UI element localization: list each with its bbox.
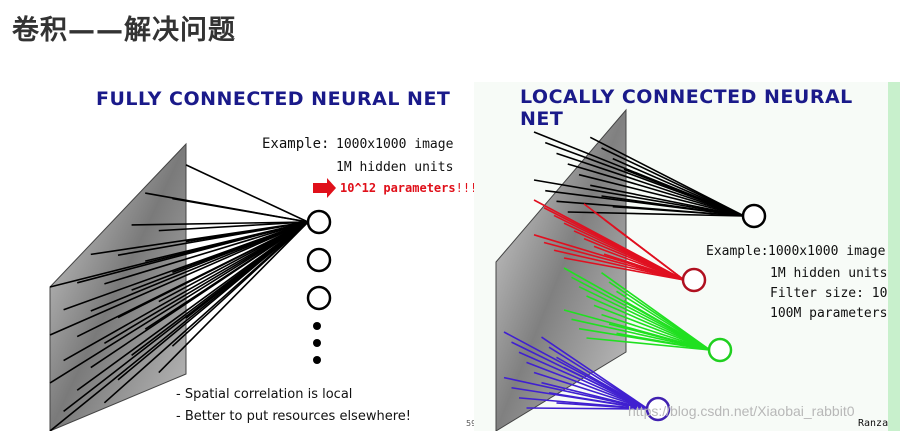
- params-text: 100M parameters: [770, 306, 888, 321]
- hidden-unit: [306, 285, 332, 311]
- connection-line: [131, 221, 309, 226]
- connection-line: [586, 295, 711, 351]
- connection-line: [623, 168, 745, 217]
- connection-line: [563, 257, 685, 281]
- hidden-unit-green: [707, 337, 733, 363]
- connection-line: [103, 221, 309, 404]
- connection-line: [601, 195, 745, 217]
- connection-line: [158, 221, 309, 303]
- connection-line: [612, 205, 745, 217]
- connection-line: [63, 221, 309, 362]
- connection-line: [63, 221, 309, 413]
- connection-line: [185, 164, 309, 223]
- connection-line: [578, 285, 711, 351]
- bullet-spatial-correlation: - Spatial correlation is local: [176, 387, 353, 402]
- hidden-unit: [306, 247, 332, 273]
- connection-line: [76, 221, 309, 391]
- connection-line: [613, 226, 685, 281]
- connection-line: [612, 157, 745, 217]
- connection-line: [593, 304, 711, 351]
- connection-line: [578, 173, 745, 217]
- example-value: 1000x1000 image: [336, 137, 454, 152]
- connection-line: [601, 313, 711, 351]
- connection-line: [533, 371, 649, 410]
- connection-line: [104, 221, 309, 285]
- connection-line: [553, 249, 685, 281]
- connection-line: [117, 221, 309, 319]
- connection-line: [172, 221, 309, 274]
- connection-line: [145, 221, 309, 262]
- example-value: 1000x1000 image: [768, 244, 886, 259]
- ellipsis-dot: [313, 322, 321, 330]
- connection-line: [76, 221, 309, 284]
- fc-connections: [49, 164, 309, 431]
- author-credit: Ranza: [858, 418, 889, 429]
- connection-line: [526, 361, 649, 410]
- hidden-unit: [306, 209, 332, 235]
- connection-line: [49, 221, 309, 336]
- locally-connected-slide: LOCALLY CONNECTED NEURAL NET Example: 10…: [474, 82, 900, 431]
- connection-line: [556, 402, 649, 410]
- example-label: Example:: [262, 136, 330, 152]
- connection-line: [567, 211, 745, 217]
- input-image-plane: [49, 142, 187, 431]
- slide-border-right: [888, 82, 900, 431]
- hidden-units-text: 1M hidden units: [336, 160, 454, 175]
- fully-connected-diagram: [49, 142, 336, 431]
- connection-line: [49, 221, 309, 384]
- params-exclaim: !!!: [455, 181, 478, 195]
- connection-line: [518, 351, 649, 410]
- watermark: https://blog.csdn.net/Xiaobai_rabbit0: [628, 403, 855, 419]
- connection-line: [567, 163, 745, 217]
- red-arrow-icon: [313, 178, 336, 198]
- connection-line: [90, 221, 309, 369]
- connection-line: [541, 381, 649, 410]
- filter-size-text: Filter size: 10x10: [770, 286, 900, 301]
- connection-line: [103, 221, 309, 345]
- connection-line: [49, 221, 309, 431]
- connection-line: [571, 318, 711, 351]
- hidden-unit-black: [741, 203, 767, 229]
- connection-line: [556, 356, 649, 410]
- connection-line: [608, 323, 711, 351]
- connection-line: [172, 197, 309, 223]
- connection-line: [590, 184, 745, 217]
- connection-line: [623, 299, 711, 351]
- connection-line: [533, 179, 745, 217]
- slide-heading: LOCALLY CONNECTED NEURAL NET: [520, 86, 853, 130]
- connection-line: [543, 241, 685, 281]
- ellipsis-dot: [313, 339, 321, 347]
- example-label: Example:: [706, 244, 769, 259]
- connection-line: [571, 276, 711, 351]
- lc-connections: [503, 131, 745, 410]
- slide-heading: FULLY CONNECTED NEURAL NET: [96, 88, 451, 110]
- connection-line: [158, 221, 309, 374]
- connection-line: [563, 366, 649, 410]
- connection-line: [603, 253, 685, 281]
- connection-line: [185, 221, 309, 243]
- connection-line: [158, 221, 309, 232]
- hidden-unit-red: [681, 267, 707, 293]
- connection-line: [526, 407, 649, 410]
- connection-line: [548, 346, 649, 410]
- page-number: 59: [466, 419, 477, 428]
- hidden-units-text: 1M hidden units: [770, 266, 888, 281]
- connection-line: [548, 392, 649, 410]
- hidden-unit-blue: [645, 396, 671, 422]
- connection-line: [556, 152, 745, 217]
- ellipsis-dot: [313, 356, 321, 364]
- bullet-resources: - Better to put resources elsewhere!: [176, 409, 411, 424]
- connection-line: [586, 337, 711, 351]
- locally-connected-diagram: [495, 108, 767, 431]
- fully-connected-slide: FULLY CONNECTED NEURAL NET Example: 1000…: [36, 82, 482, 431]
- page-title: 卷积——解决问题: [12, 15, 236, 46]
- params-value: 10^12 parameters: [340, 181, 456, 195]
- connection-line: [616, 332, 711, 351]
- connection-line: [601, 147, 745, 217]
- params-text: 10^12 parameters!!!: [340, 181, 477, 195]
